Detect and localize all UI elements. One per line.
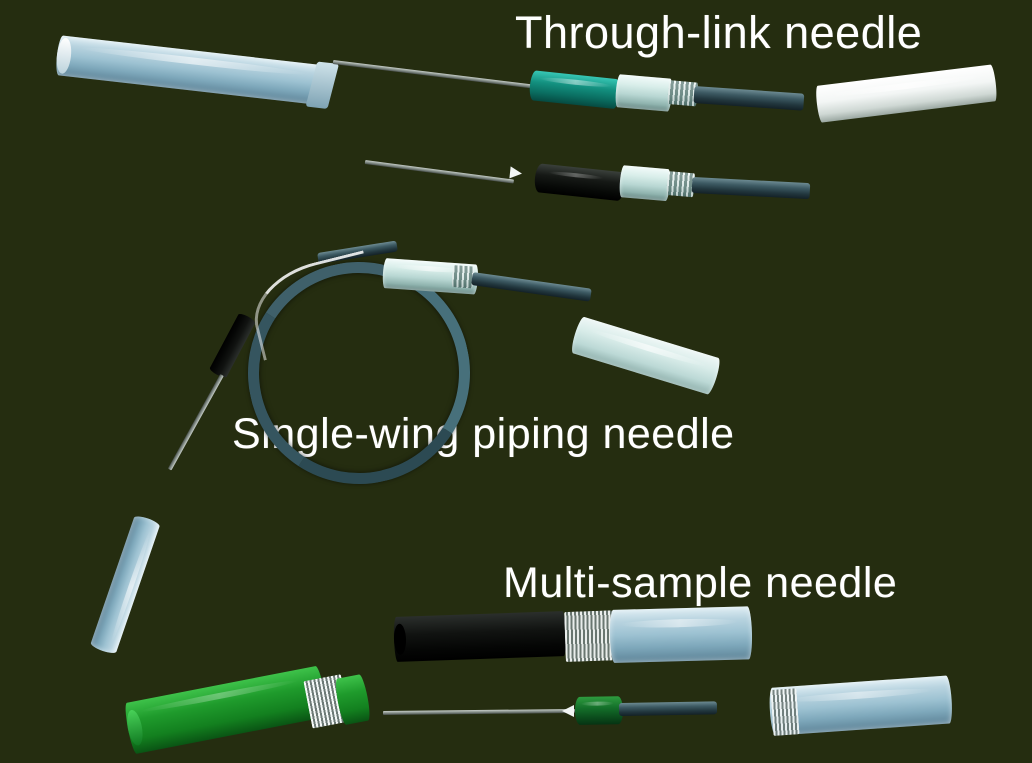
rear-tubing [618,701,718,716]
green-cap [123,665,330,755]
silver-band [564,610,614,662]
label-multi-sample-needle: Multi-sample needle [503,559,898,607]
label-single-wing-piping-needle: Single-wing piping needle [232,410,735,458]
spare-cap-band [770,688,800,736]
translucent-cap [609,606,753,663]
black-sheath [393,611,567,662]
bevel-tip [562,705,574,717]
label-through-link-needle: Through-link needle [515,7,923,58]
green-hub [574,696,624,725]
needle-shaft [382,708,576,715]
